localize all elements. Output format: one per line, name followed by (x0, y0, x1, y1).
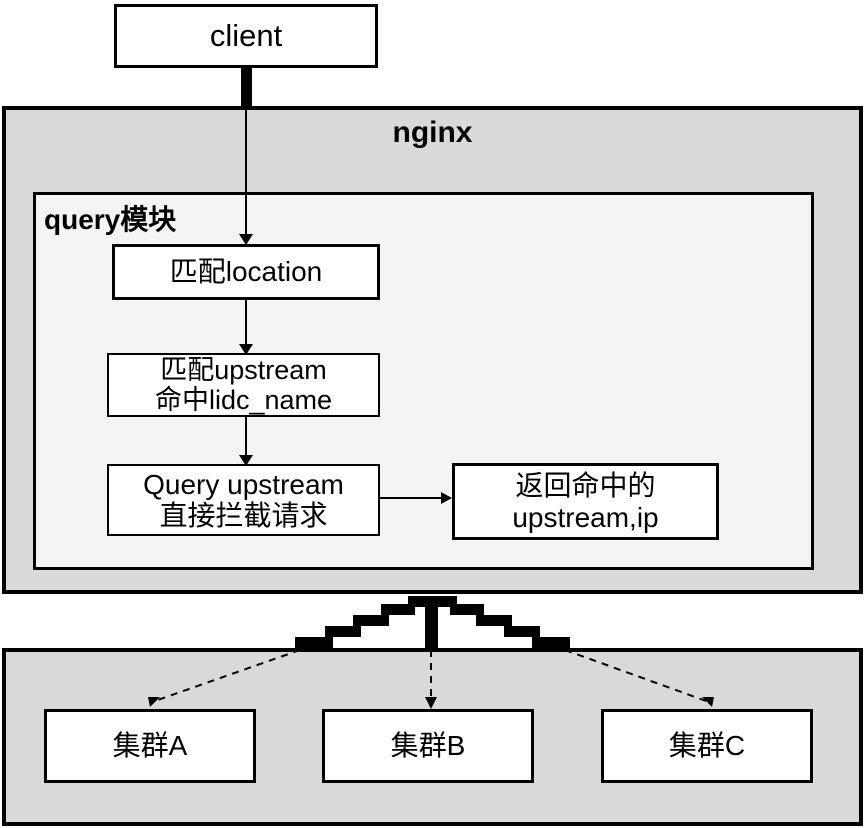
match-location-label: 匹配location (169, 256, 323, 288)
query-module-title: query模块 (44, 204, 177, 235)
arrowhead-cluster-c (702, 697, 714, 707)
fan-left-diagonal (295, 596, 438, 648)
arrowhead-cluster-a (148, 697, 160, 707)
return-hit-line1: 返回命中的 (515, 470, 656, 502)
arrow-line-to-match-upstream (245, 300, 247, 348)
arrow-line-to-match-location (245, 110, 247, 242)
query-upstream-box: Query upstream 直接拦截请求 (107, 464, 380, 536)
nginx-panel-title: nginx (392, 116, 473, 149)
dashed-line-cluster-c (564, 649, 710, 703)
cluster-b-label: 集群B (390, 730, 466, 762)
arrowhead-to-query-upstream (239, 455, 253, 466)
match-upstream-line2: 命中lidc_name (154, 385, 333, 415)
match-upstream-box: 匹配upstream 命中lidc_name (107, 353, 380, 417)
arrowhead-to-match-upstream (239, 344, 253, 355)
match-location-box: 匹配location (112, 244, 380, 300)
return-hit-box: 返回命中的 upstream,ip (452, 463, 719, 540)
cluster-a-label: 集群A (112, 730, 188, 762)
client-to-nginx-connector (241, 68, 252, 110)
arrow-line-to-query-upstream (245, 417, 247, 459)
arrowhead-to-match-location (239, 234, 253, 245)
query-upstream-line1: Query upstream (143, 468, 344, 500)
arrowhead-cluster-b (425, 697, 437, 709)
arrowhead-to-return-hit (441, 492, 452, 504)
cluster-c-label: 集群C (668, 730, 746, 762)
arrow-line-to-return-hit (380, 497, 444, 499)
match-upstream-line1: 匹配upstream (160, 354, 327, 385)
fan-right-diagonal (427, 596, 570, 648)
cluster-a-box: 集群A (44, 709, 256, 783)
return-hit-line2: upstream,ip (512, 501, 659, 533)
cluster-c-box: 集群C (601, 709, 813, 783)
fan-center-stem (425, 596, 438, 648)
query-upstream-line2: 直接拦截请求 (159, 500, 328, 531)
dashed-line-cluster-a (151, 649, 301, 703)
client-box-label: client (209, 17, 283, 53)
client-box: client (114, 4, 378, 68)
cluster-b-box: 集群B (322, 709, 534, 783)
